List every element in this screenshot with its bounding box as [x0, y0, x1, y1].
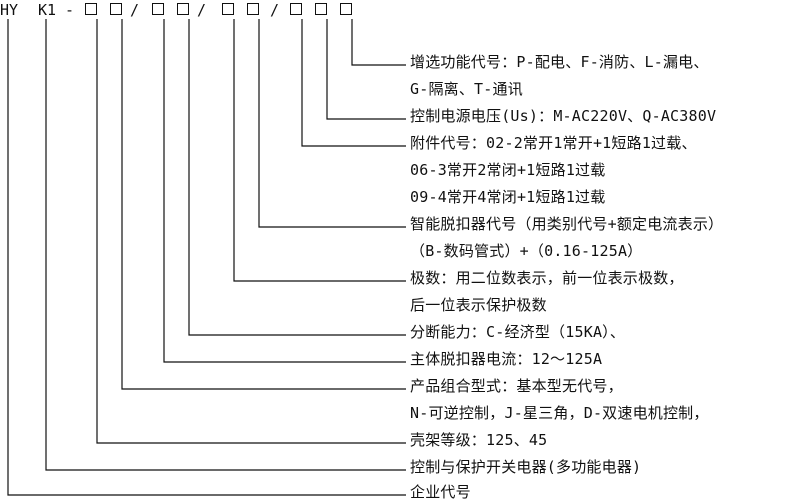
- desc-main-current: 主体脱扣器电流：12～125A: [410, 350, 603, 368]
- desc-function-line1: 增选功能代号：P-配电、F-消防、L-漏电、: [410, 53, 709, 71]
- leader-trip-unit: [258, 19, 406, 228]
- desc-product-name: 控制与保护开关电器(多功能电器): [410, 458, 642, 476]
- code-box-function: [340, 3, 352, 15]
- desc-control-voltage: 控制电源电压(Us)：M-AC220V、Q-AC380V: [410, 107, 717, 125]
- desc-frame-grade: 壳架等级：125、45: [410, 431, 548, 449]
- desc-function-line2: G-隔离、T-通讯: [410, 80, 523, 98]
- leader-frame-grade: [96, 19, 406, 444]
- leader-control-voltage: [326, 19, 406, 120]
- leader-function: [351, 19, 406, 66]
- code-slash-3: /: [270, 1, 280, 19]
- code-box-trip-unit: [247, 3, 259, 15]
- desc-combination-line2: N-可逆控制，J-星三角，D-双速电机控制，: [410, 404, 709, 422]
- desc-accessory-line1: 附件代号：02-2常开1常开+1短路1过载、: [410, 134, 697, 152]
- desc-poles-line2: 后一位表示保护极数: [410, 296, 547, 314]
- code-box-frame: [85, 3, 97, 15]
- code-box-breaking: [177, 3, 189, 15]
- code-box-current: [152, 3, 164, 15]
- desc-trip-unit-line2: （B-数码管式）+（0.16-125A）: [410, 242, 643, 260]
- code-box-poles: [222, 3, 234, 15]
- leader-poles: [233, 19, 406, 282]
- desc-breaking-capacity: 分断能力：C-经济型（15KA）、: [410, 323, 626, 341]
- code-box-voltage: [315, 3, 327, 15]
- desc-company-code: 企业代号: [410, 483, 471, 501]
- code-slash-1: /: [130, 1, 140, 19]
- leader-product-name: [45, 19, 406, 471]
- leader-main-current: [163, 19, 406, 363]
- leader-company-code: [7, 19, 406, 496]
- code-box-accessory: [290, 3, 302, 15]
- code-prefix-k1: K1: [38, 1, 57, 19]
- desc-poles-line1: 极数：用二位数表示，前一位表示极数，: [410, 269, 684, 287]
- code-prefix-hy: HY: [0, 1, 19, 19]
- leader-accessory: [301, 19, 406, 147]
- code-dash: -: [65, 1, 75, 19]
- desc-accessory-line2: 06-3常开2常闭+1短路1过载: [410, 161, 606, 179]
- desc-trip-unit-line1: 智能脱扣器代号（用类别代号+额定电流表示）: [410, 215, 724, 233]
- leader-combination: [121, 19, 406, 390]
- code-box-combination: [110, 3, 122, 15]
- desc-combination-line1: 产品组合型式：基本型无代号，: [410, 377, 623, 395]
- code-slash-2: /: [197, 1, 207, 19]
- desc-accessory-line3: 09-4常开4常闭+1短路1过载: [410, 188, 606, 206]
- leader-breaking: [188, 19, 406, 336]
